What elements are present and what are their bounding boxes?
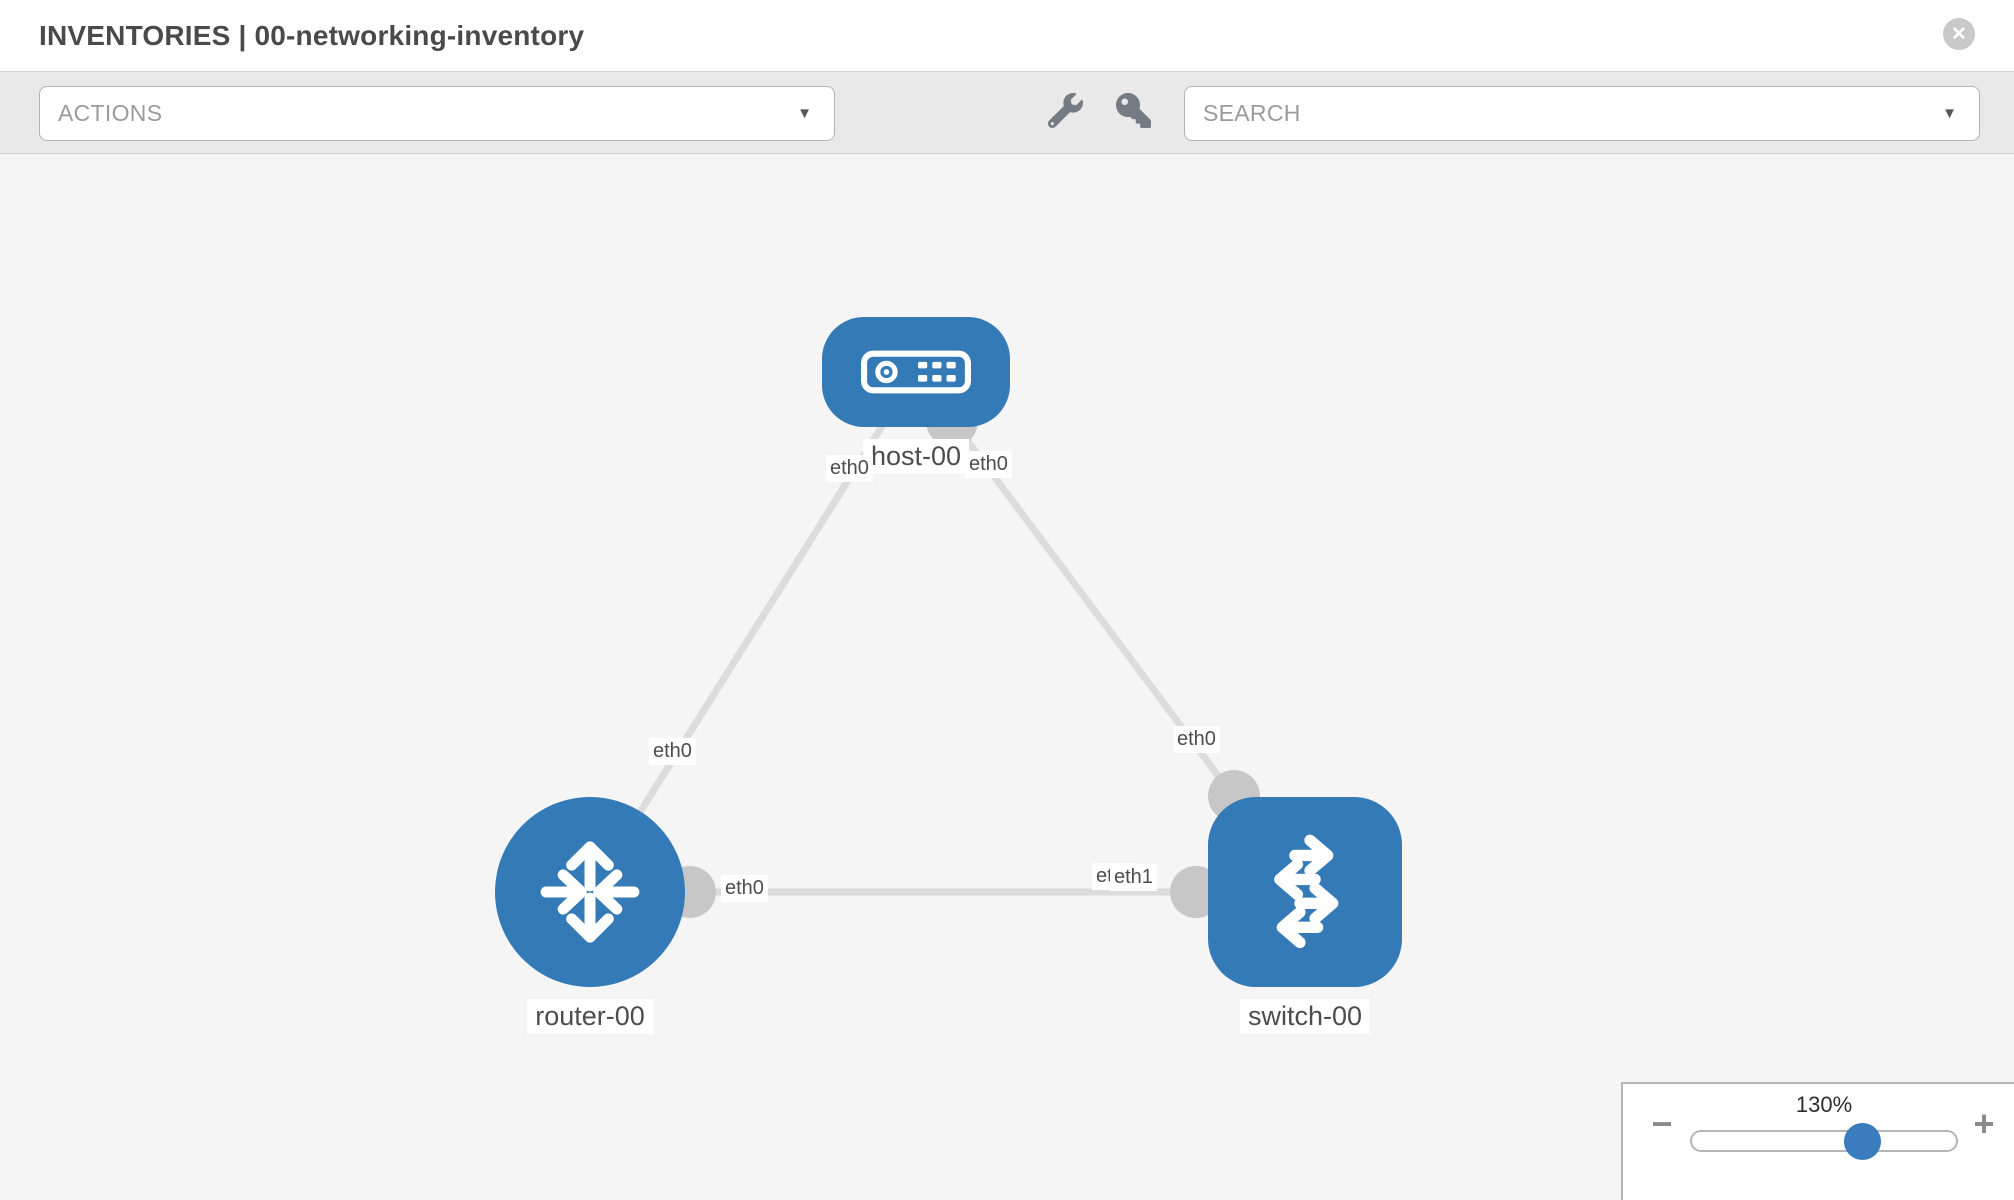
key-icon [1115, 93, 1151, 133]
zoom-level-text: 130% [1795, 1092, 1853, 1117]
key-button[interactable] [1108, 88, 1158, 138]
actions-dropdown[interactable]: ACTIONS ▼ [39, 86, 835, 141]
router-icon [529, 831, 651, 953]
wrench-icon [1047, 93, 1083, 133]
zoom-in-button[interactable]: + [1967, 1103, 2001, 1144]
node-label-router-00: router-00 [527, 999, 653, 1034]
close-button[interactable]: ✕ [1943, 18, 1975, 50]
node-switch-00[interactable] [1208, 797, 1402, 987]
host-icon [860, 349, 972, 395]
chevron-down-icon: ▼ [797, 105, 812, 122]
plus-icon: + [1973, 1103, 1995, 1144]
close-icon: ✕ [1951, 23, 1967, 45]
zoom-slider-track[interactable] [1690, 1130, 1958, 1152]
switch-icon [1242, 829, 1368, 955]
node-label-host-00: host-00 [862, 439, 970, 474]
interface-label: eth0 [649, 738, 696, 765]
zoom-slider-thumb[interactable] [1844, 1123, 1881, 1160]
search-dropdown-label: SEARCH [1203, 100, 1301, 126]
page-title: INVENTORIES | 00-networking-inventory [39, 19, 585, 51]
search-dropdown[interactable]: SEARCH ▼ [1184, 86, 1980, 141]
interface-label: eth1 [1110, 864, 1157, 891]
node-host-00[interactable] [822, 317, 1010, 427]
page-header: INVENTORIES | 00-networking-inventory [0, 0, 2014, 71]
interface-label: eth0 [721, 875, 768, 902]
interface-label: eth0 [826, 455, 873, 482]
toolbar: ACTIONS ▼ SEARCH ▼ [0, 71, 2014, 154]
minus-icon: − [1651, 1103, 1673, 1144]
interface-label: eth0 [965, 451, 1012, 478]
zoom-out-button[interactable]: − [1645, 1103, 1679, 1144]
interface-label: eth0 [1173, 726, 1220, 753]
chevron-down-icon: ▼ [1942, 105, 1957, 122]
actions-dropdown-label: ACTIONS [58, 100, 163, 126]
wrench-button[interactable] [1040, 88, 1090, 138]
node-router-00[interactable] [495, 797, 685, 987]
zoom-panel: 130% − + [1621, 1082, 2014, 1200]
node-label-switch-00: switch-00 [1239, 999, 1371, 1034]
